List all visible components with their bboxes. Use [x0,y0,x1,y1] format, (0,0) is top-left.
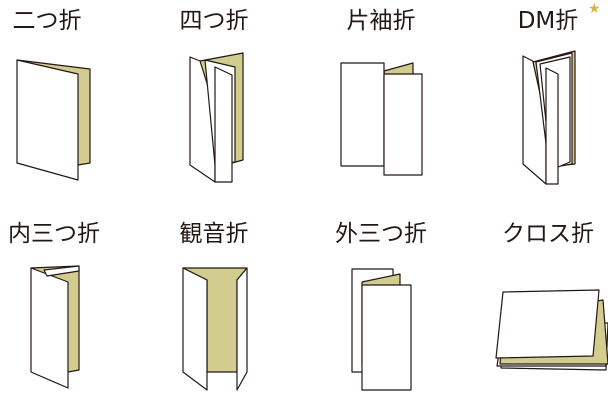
fold-label-bi-fold: 二つ折 [12,8,82,34]
fold-label-cross-fold: クロス折 [502,221,594,247]
single-sleeve-fold-illustration [340,62,423,176]
fold-label-single-sleeve-fold: 片袖折 [346,8,416,34]
cross-fold-illustration [495,289,608,371]
bi-fold-illustration [16,59,91,181]
outer-tri-fold-illustration [351,268,412,391]
fold-label-inner-tri-fold: 内三つ折 [8,221,100,247]
fold-label-quarter-fold: 四つ折 [179,8,249,34]
quarter-fold-illustration [189,52,244,183]
inner-tri-fold-illustration [30,265,80,389]
fold-label-outer-tri-fold: 外三つ折 [335,221,427,247]
fold-label-gate-fold: 観音折 [179,221,249,247]
fold-label-dm-fold: DM折 [517,8,579,34]
gate-fold-illustration [182,267,248,391]
star-icon: ★ [588,1,601,17]
dm-fold-illustration [522,50,576,185]
